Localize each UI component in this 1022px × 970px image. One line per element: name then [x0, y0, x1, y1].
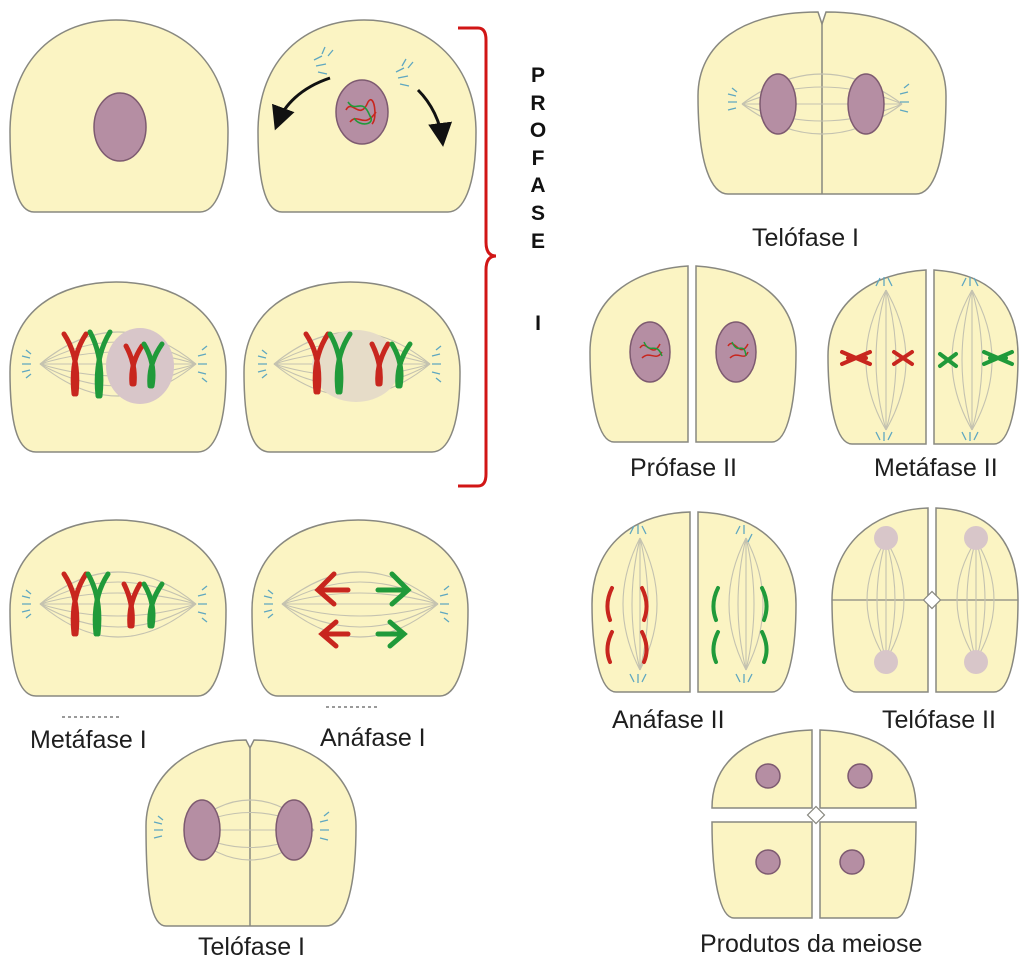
nucleus — [848, 74, 884, 134]
prophase-i-cell-2 — [258, 20, 476, 212]
nucleus — [756, 764, 780, 788]
profase-letter: S — [527, 202, 549, 230]
nucleus — [630, 322, 670, 382]
label-anafase-i: Anáfase I — [320, 724, 426, 753]
nucleus — [840, 850, 864, 874]
telophase-i-cell-top — [698, 12, 946, 194]
label-telofase-ii: Telófase II — [882, 706, 996, 735]
nucleus — [964, 526, 988, 550]
profase-letter: R — [527, 92, 549, 120]
faded-marks — [62, 707, 380, 717]
nucleus — [848, 764, 872, 788]
profase-letter: I — [527, 312, 549, 340]
label-telofase-i-bottom: Telófase I — [198, 933, 305, 962]
nucleus — [716, 322, 756, 382]
profase-letter: A — [527, 174, 549, 202]
nucleus — [874, 526, 898, 550]
label-produtos-da-meiose: Produtos da meiose — [700, 930, 922, 959]
prophase-i-cell-1 — [10, 20, 228, 212]
label-metafase-i: Metáfase I — [30, 726, 147, 755]
nucleus — [874, 650, 898, 674]
anaphase-i-cell — [252, 520, 468, 696]
profase-letter: F — [527, 147, 549, 175]
label-telofase-i-top: Telófase I — [752, 224, 859, 253]
prophase-i-cell-4 — [244, 282, 460, 452]
profase-letter: E — [527, 230, 549, 258]
metaphase-i-cell — [10, 520, 226, 696]
nucleus — [336, 80, 388, 144]
nucleus — [94, 93, 146, 161]
nucleus — [964, 650, 988, 674]
telophase-ii-cell — [832, 508, 1018, 692]
telophase-i-cell-bottom — [146, 740, 356, 926]
prophase-i-cell-3 — [10, 282, 226, 452]
nucleus — [276, 800, 312, 860]
nucleus — [760, 74, 796, 134]
anaphase-ii-cell — [592, 512, 796, 692]
label-metafase-ii: Metáfase II — [874, 454, 998, 483]
nucleus — [184, 800, 220, 860]
label-profase-ii: Prófase II — [630, 454, 737, 483]
profase-letter — [527, 285, 549, 313]
label-anafase-ii: Anáfase II — [612, 706, 725, 735]
nucleus — [756, 850, 780, 874]
profase-letter: P — [527, 64, 549, 92]
meiosis-products-cell — [712, 730, 916, 918]
profase-letter: O — [527, 119, 549, 147]
profase-i-vertical-label: P R O F A S E I — [527, 64, 549, 340]
prophase-ii-cell — [590, 266, 796, 442]
profase-letter — [527, 257, 549, 285]
nucleus — [106, 328, 174, 404]
metaphase-ii-cell — [828, 270, 1018, 444]
